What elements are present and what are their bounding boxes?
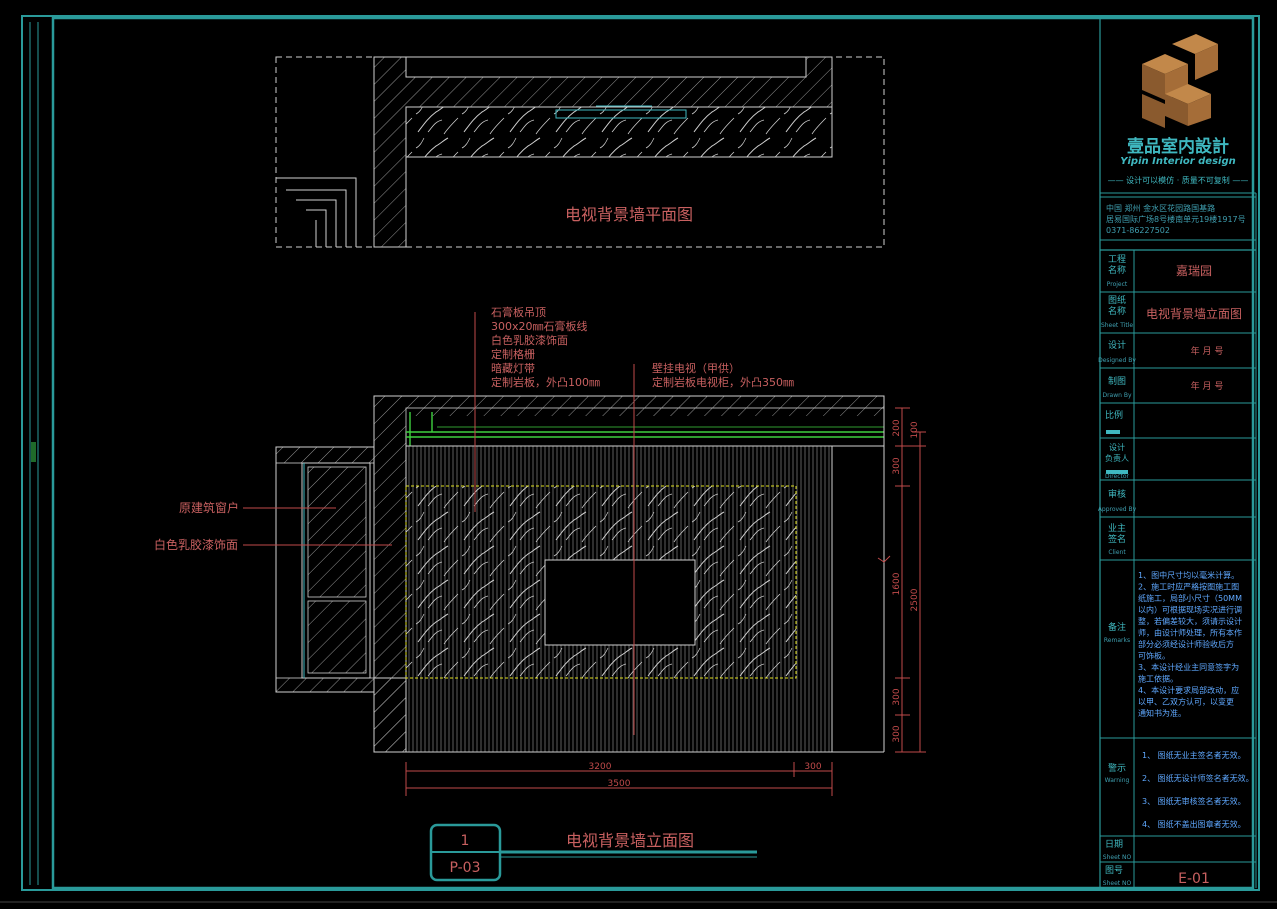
callout-white-paint: 白色乳胶漆饰面 xyxy=(491,333,568,347)
row-design-cn: 设计 xyxy=(1108,339,1126,351)
row-drawn-cn: 制图 xyxy=(1108,375,1126,387)
row-director-cn-1: 设计 xyxy=(1109,442,1125,452)
remarks-cn: 备注 xyxy=(1108,621,1126,633)
remark-line: 以甲、乙双方认可，以变更 xyxy=(1138,697,1234,707)
titleblock-rows: 工程名称 Project 嘉瑞园 图纸名称 Sheet Title 电视背景墙立… xyxy=(1098,254,1242,887)
dim-1600: 1600 xyxy=(892,572,902,595)
dim-3200: 3200 xyxy=(589,762,612,772)
sheet-en: Sheet NO xyxy=(1103,880,1132,887)
callouts-right: 壁挂电视（甲供） 定制岩板电视柜，外凸350㎜ xyxy=(652,361,794,389)
plan-view: 电视背景墙平面图 xyxy=(275,56,885,248)
callout-tv-cabinet: 定制岩板电视柜，外凸350㎜ xyxy=(652,375,794,389)
callout-grille: 定制格栅 xyxy=(491,347,535,361)
row-sheet-cn-1: 图纸 xyxy=(1108,294,1126,306)
dimensions-right xyxy=(877,407,926,753)
logo xyxy=(1142,34,1218,128)
dimensions-bottom xyxy=(405,762,833,796)
dim-200: 200 xyxy=(892,419,902,436)
warning-line: 3、 图纸无审核签名者无效。 xyxy=(1142,796,1246,806)
warn-en: Warning xyxy=(1105,777,1130,784)
row-sheet-en: Sheet Title xyxy=(1101,322,1133,329)
logo-name: 壹品室内設計 xyxy=(1127,136,1229,157)
warnings-list: 1、 图纸无业主签名者无效。 2、 图纸无设计师签名者无效。 3、 图纸无审核签名者… xyxy=(1142,750,1254,829)
badge-sheet: P-03 xyxy=(449,860,480,876)
row-director-cn: 设计负责人 xyxy=(1105,442,1129,463)
title-block: 壹品室内設計 Yipin Interior design —— 设计可以模仿 ·… xyxy=(1099,18,1257,888)
row-client-en: Client xyxy=(1108,549,1126,556)
drawn-date-value: 年 月 号 xyxy=(1191,380,1224,392)
dim-300-bottom: 300 xyxy=(804,762,821,772)
address-line-1: 中国 郑州 金水区花园路国基路 xyxy=(1106,203,1215,213)
logo-english: Yipin Interior design xyxy=(1120,156,1236,167)
remarks-en: Remarks xyxy=(1104,637,1130,644)
dim-300-c: 300 xyxy=(892,725,902,742)
callout-light-strip: 暗藏灯带 xyxy=(491,361,535,375)
remark-line: 施工依据。 xyxy=(1138,674,1178,684)
dim-3500: 3500 xyxy=(608,779,631,789)
remark-line: 4、本设计要求局部改动，应 xyxy=(1138,685,1239,695)
remark-line: 以内）可根据现场实况进行调 xyxy=(1138,605,1242,615)
row-scale-cn: 比例 xyxy=(1105,409,1123,421)
remark-line: 整，若偏差较大，须请示设计 xyxy=(1138,616,1242,626)
row-client-cn-2: 签名 xyxy=(1108,533,1126,545)
elevation-title: 电视背景墙立面图 xyxy=(566,831,694,850)
row-client-cn-1: 业主 xyxy=(1108,522,1126,534)
row-director-cn-2: 负责人 xyxy=(1105,453,1129,463)
view-badge: 1 P-03 电视背景墙立面图 xyxy=(429,823,757,882)
address-line-3: 0371-86227502 xyxy=(1106,226,1170,235)
remarks-list: 1、图中尺寸均以毫米计算。 2、施工时应严格按图施工图纸施工，局部小尺寸（50MM… xyxy=(1138,570,1242,718)
date-cn: 日期 xyxy=(1105,839,1123,850)
row-client-cn: 业主签名 xyxy=(1108,522,1126,545)
callout-gypsum-ceiling: 石膏板吊顶 xyxy=(491,305,546,319)
row-director-en: Director xyxy=(1105,473,1130,480)
row-design-en: Designed By xyxy=(1098,357,1136,364)
row-project-en: Project xyxy=(1107,281,1128,288)
warning-line: 1、 图纸无业主签名者无效。 xyxy=(1142,750,1246,760)
warning-line: 2、 图纸无设计师签名者无效。 xyxy=(1142,773,1254,783)
sheet-cn: 图号 xyxy=(1105,865,1123,876)
sheet-title-value: 电视背景墙立面图 xyxy=(1146,306,1242,321)
callouts-left: 石膏板吊顶 300x20㎜石膏板线 白色乳胶漆饰面 定制格栅 暗藏灯带 定制岩板… xyxy=(491,305,600,389)
dim-300-b: 300 xyxy=(892,688,902,705)
remark-line: 可饰板。 xyxy=(1138,651,1170,661)
dim-300-a: 300 xyxy=(892,457,902,474)
row-sheet-cn: 图纸名称 xyxy=(1108,294,1126,317)
sheet-number: E-01 xyxy=(1178,871,1210,887)
plan-title: 电视背景墙平面图 xyxy=(565,205,693,224)
design-date-value: 年 月 号 xyxy=(1191,345,1224,357)
row-project-cn: 工程名称 xyxy=(1108,254,1126,276)
dims-right-labels: 200 300 1600 300 300 100 2500 xyxy=(892,419,920,742)
callout-stone-panel: 定制岩板，外凸100㎜ xyxy=(491,375,600,389)
remark-line: 部分必须经设计师验收后方 xyxy=(1138,639,1234,649)
row-project-cn-2: 名称 xyxy=(1108,264,1126,276)
dim-2500: 2500 xyxy=(910,588,920,611)
warning-line: 4、 图纸不盖出图章者无效。 xyxy=(1142,819,1246,829)
row-sheet-cn-2: 名称 xyxy=(1108,305,1126,317)
remark-line: 纸施工，局部小尺寸（50MM xyxy=(1138,593,1242,603)
remark-line: 师，由设计师处理，所有本作 xyxy=(1138,628,1242,638)
badge-number: 1 xyxy=(461,833,470,849)
project-value: 嘉瑞园 xyxy=(1176,264,1212,278)
remark-line: 2、施工时应严格按图施工图 xyxy=(1138,582,1239,592)
remark-line: 1、图中尺寸均以毫米计算。 xyxy=(1138,570,1239,580)
callout-tv: 壁挂电视（甲供） xyxy=(652,361,740,375)
label-white-paint: 白色乳胶漆饰面 xyxy=(154,537,238,552)
label-window: 原建筑窗户 xyxy=(179,500,239,515)
row-drawn-en: Drawn By xyxy=(1102,392,1131,399)
elevation-view xyxy=(275,395,885,753)
logo-slogan: —— 设计可以模仿 · 质量不可复制 —— xyxy=(1108,175,1249,185)
remark-line: 3、本设计经业主同意签字为 xyxy=(1138,662,1239,672)
row-project-cn-1: 工程 xyxy=(1108,254,1126,265)
callout-gypsum-line: 300x20㎜石膏板线 xyxy=(491,319,588,333)
sheet-frame xyxy=(0,15,1277,903)
row-approved-en: Approved By xyxy=(1098,506,1137,513)
warn-cn: 警示 xyxy=(1108,762,1126,774)
remark-line: 通知书为准。 xyxy=(1138,708,1186,718)
address-line-2: 居易国际广场8号楼南单元19楼1917号 xyxy=(1106,214,1246,224)
dim-100: 100 xyxy=(910,421,920,438)
date-en: Sheet NO xyxy=(1103,854,1132,861)
row-approved-cn: 审核 xyxy=(1108,488,1126,500)
callout-leaders xyxy=(243,312,635,735)
